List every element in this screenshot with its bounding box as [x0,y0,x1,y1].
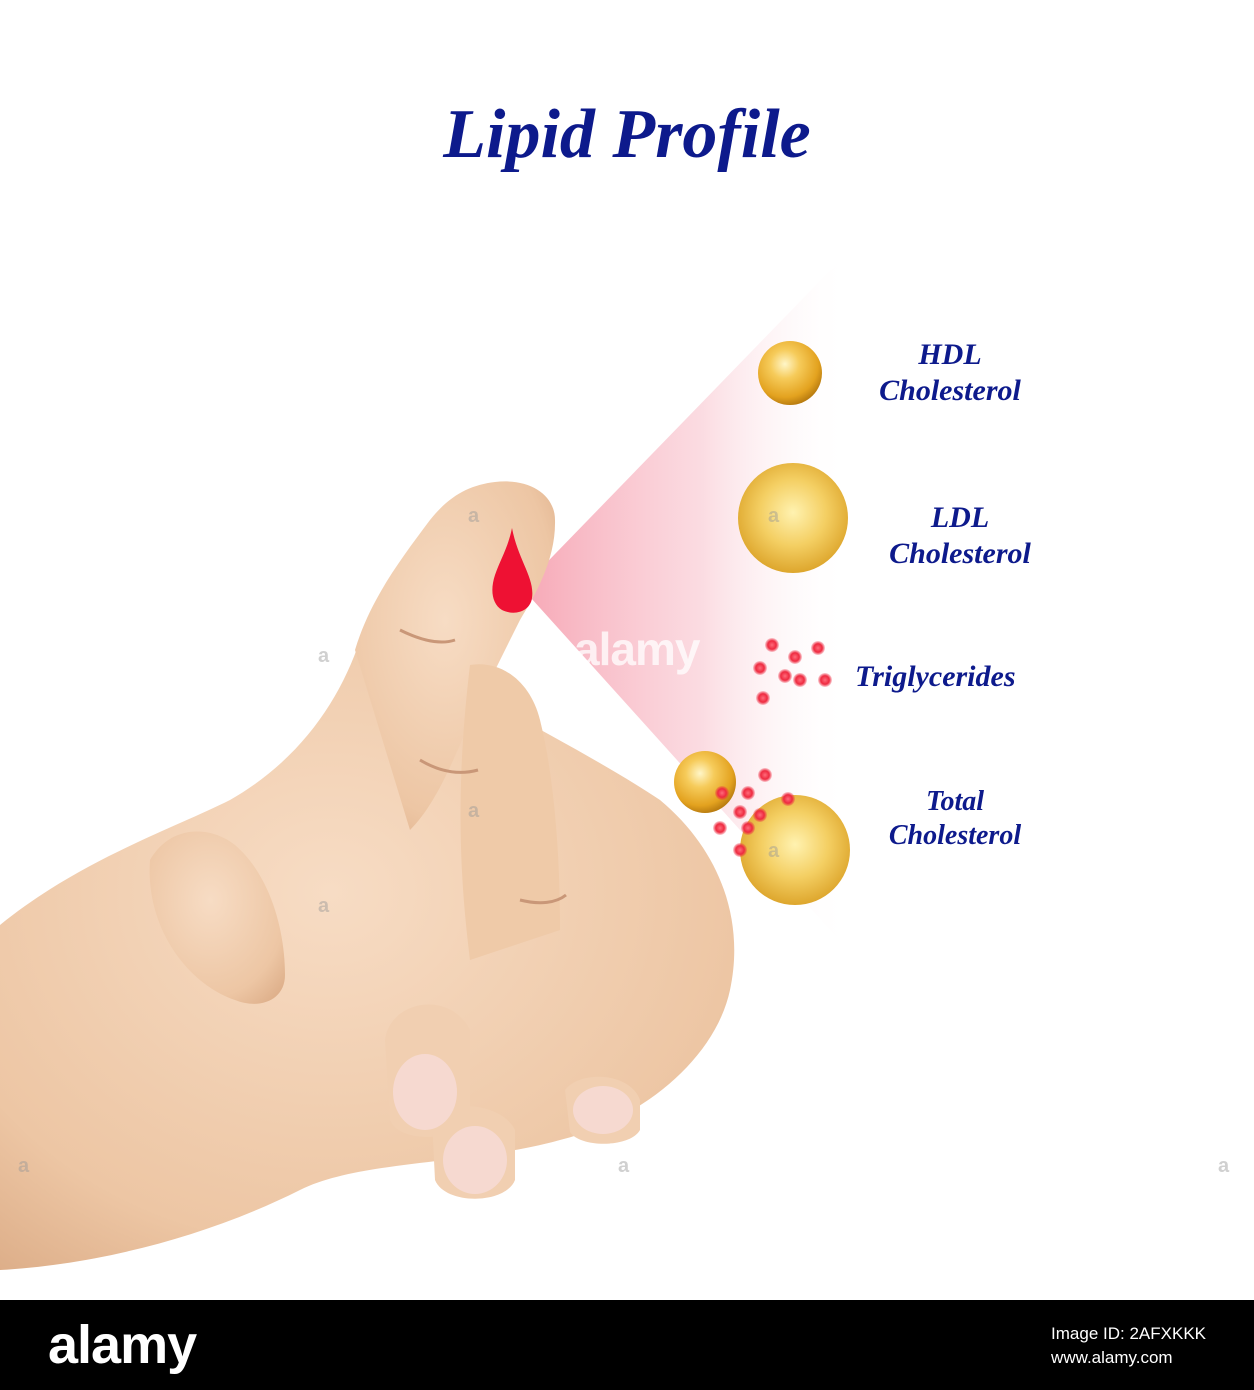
illustration [0,250,850,1270]
site-url-text: www.alamy.com [1051,1348,1173,1367]
watermark-mark: a [768,505,780,527]
nail [573,1086,633,1134]
label-line: Cholesterol [888,820,1022,851]
total-cholesterol-cluster-icon [674,751,850,905]
watermark-mark: a [468,505,480,527]
diagram-title: Lipid Profile [443,96,811,173]
ldl-sphere-icon [738,463,848,573]
watermark-mark: a [318,645,330,667]
label-ldl-cholesterol: LDL Cholesterol [860,500,1060,572]
hdl-sphere-icon [758,341,822,405]
diagram-canvas: Lipid Profile HDL Cholesterol LDL Choles… [0,96,1230,1270]
label-line: Cholesterol [879,374,1021,407]
label-line: Cholesterol [889,537,1031,570]
watermark-mark: a [618,1155,630,1177]
watermark-mark: a [318,895,330,917]
blood-drop-icon [492,528,533,613]
label-line: LDL [930,501,990,534]
alamy-logo: alamy [48,1315,197,1375]
stock-footer-bar: alamy Image ID: 2AFXKKK www.alamy.com [0,1300,1254,1390]
image-id-block: Image ID: 2AFXKKK www.alamy.com [1051,1322,1206,1370]
nail [393,1054,457,1130]
label-hdl-cholesterol: HDL Cholesterol [850,337,1050,409]
label-total-cholesterol: Total Cholesterol [855,785,1055,853]
triglyceride-dots-icon [753,638,832,705]
watermark-mark: a [468,800,480,822]
label-triglycerides: Triglycerides [855,660,1016,693]
watermark-mark: a [1218,1155,1230,1177]
label-line: HDL [918,338,982,371]
image-id-text: Image ID: 2AFXKKK [1051,1324,1206,1343]
label-line: Total [925,786,985,817]
watermark-mark: a [18,1155,30,1177]
nail [443,1126,507,1194]
watermark-center: alamy [574,623,700,675]
watermark-mark: a [768,840,780,862]
